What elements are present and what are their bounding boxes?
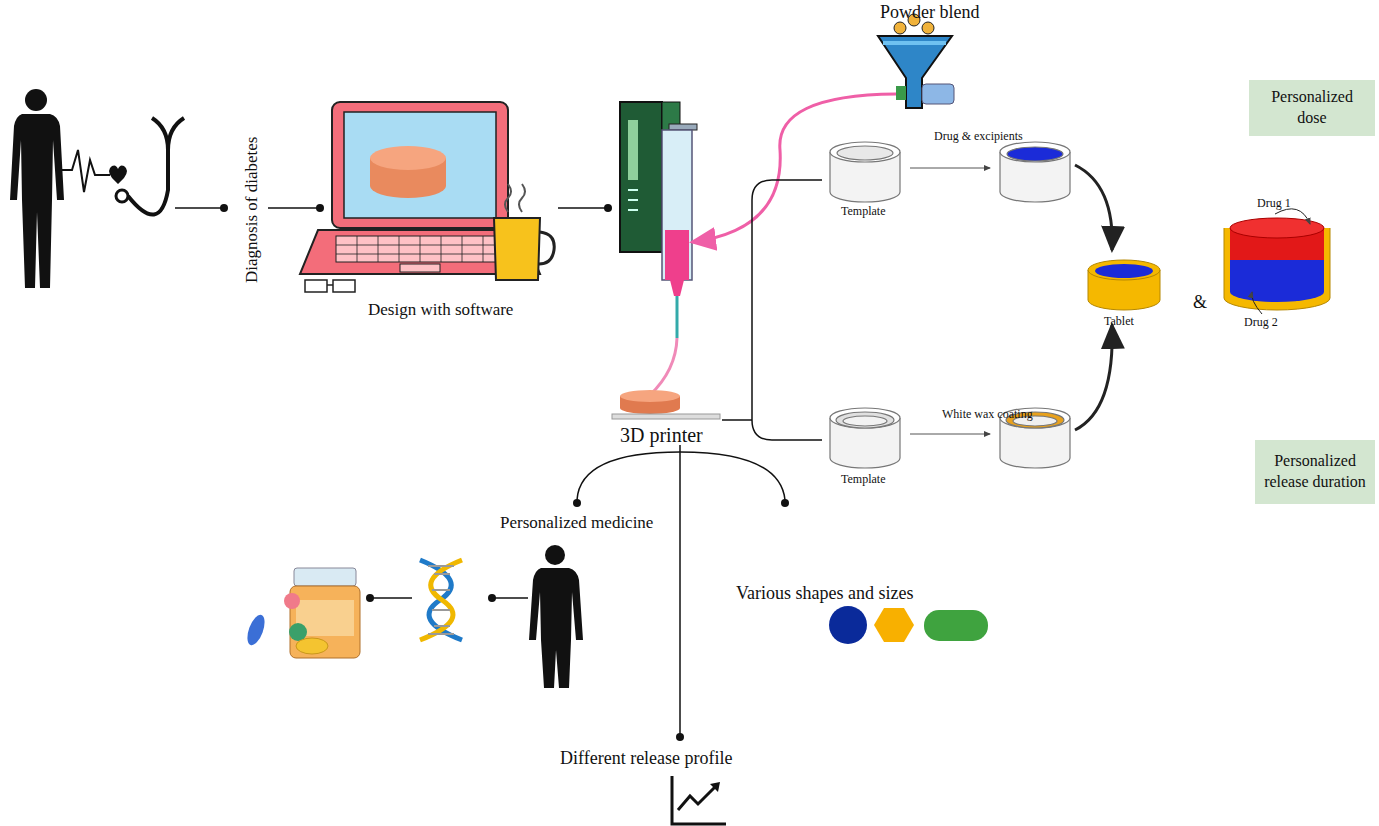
label-text: Personalized medicine: [500, 513, 653, 533]
label-text: White wax coating: [942, 408, 1033, 422]
label-text: Drug & excipients: [934, 130, 1023, 144]
label-text: &: [1193, 292, 1207, 313]
label-text: Template: [841, 205, 885, 219]
label-text: Design with software: [368, 300, 513, 320]
result-box: Personalized release duration: [1255, 440, 1375, 504]
label-text: Drug 1: [1257, 197, 1291, 211]
label-text: Different release profile: [560, 748, 733, 769]
label-text: Powder blend: [880, 2, 979, 23]
label-text: Various shapes and sizes: [736, 583, 913, 604]
result-box: Personalized dose: [1249, 80, 1375, 136]
label-text: Diagnosis of diabetes: [242, 137, 262, 283]
label-text: Tablet: [1104, 315, 1134, 329]
box-text: Personalized release duration: [1261, 451, 1369, 493]
box-text: Personalized dose: [1255, 87, 1369, 129]
label-text: Template: [841, 473, 885, 487]
label-text: 3D printer: [620, 424, 703, 447]
label-text: Drug 2: [1244, 316, 1278, 330]
